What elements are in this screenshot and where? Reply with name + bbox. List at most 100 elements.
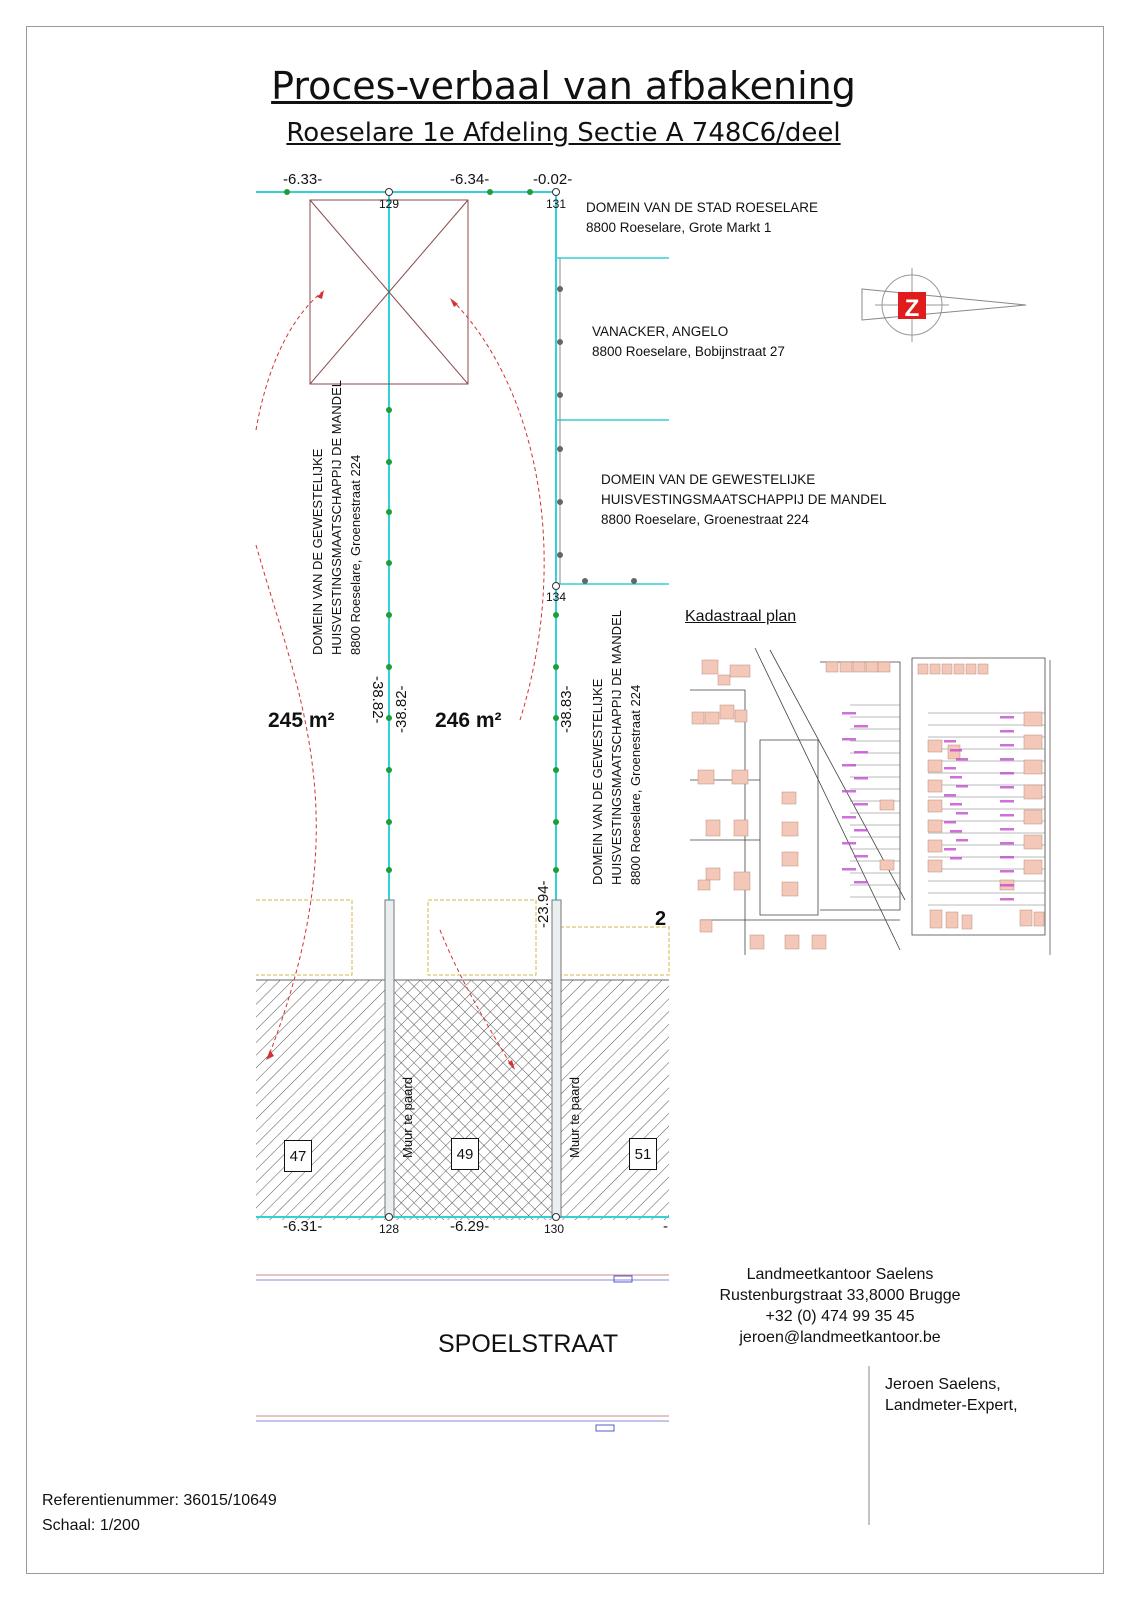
office-phone: +32 (0) 474 99 35 45 [765, 1308, 915, 1325]
neighbor-mandel-line2: HUISVESTINGSMAATSCHAPPIJ DE MANDEL [601, 492, 887, 507]
point-130: 130 [544, 1222, 565, 1236]
kad-diagonal-street-2 [769, 649, 906, 901]
street-lines [256, 1274, 669, 1432]
kad-building [1019, 909, 1033, 927]
vertical-mid-address: 8800 Roeselare, Groenestraat 224 [628, 684, 643, 885]
kad-building [733, 871, 751, 891]
kad-building [781, 881, 799, 897]
kad-label-mark [944, 794, 956, 797]
kad-label-mark [1000, 730, 1014, 733]
kad-label-mark [956, 758, 968, 761]
kad-building [784, 934, 800, 950]
kad-label-mark [950, 830, 962, 833]
neighbor-mandel-vertical-mid: DOMEIN VAN DE GEWESTELIJKE HUISVESTINGSM… [588, 610, 645, 885]
kad-label-mark [944, 740, 956, 743]
neighbor-stad: DOMEIN VAN DE STAD ROESELARE 8800 Roesel… [586, 198, 818, 238]
kad-label-mark [1000, 800, 1014, 803]
kad-label-mark [956, 785, 968, 788]
kad-block-right [911, 657, 1046, 936]
point-128: 128 [379, 1222, 400, 1236]
area-arrows [255, 291, 545, 1069]
signature-name: Jeroen Saelens, [885, 1376, 1001, 1393]
kad-label-mark [854, 751, 868, 754]
neighbor-markers [557, 286, 637, 584]
kad-building [697, 769, 715, 785]
point-134: 134 [546, 590, 567, 604]
measure-top-left: -6.33- [283, 171, 323, 188]
kad-label-mark [854, 803, 868, 806]
kad-label-mark [944, 848, 956, 851]
neighbor-stad-address: 8800 Roeselare, Grote Markt 1 [586, 220, 772, 235]
house-number-47: 47 [284, 1140, 312, 1172]
kad-building [1023, 734, 1043, 750]
signature-block: Jeroen Saelens, Landmeter-Expert, [885, 1374, 1018, 1416]
neighbor-vanacker: VANACKER, ANGELO 8800 Roeselare, Bobijns… [592, 322, 785, 362]
kad-building [879, 859, 895, 871]
kad-building [781, 821, 799, 837]
kad-label-mark [950, 857, 962, 860]
kad-label-mark [956, 839, 968, 842]
vertical-mid-line2: HUISVESTINGSMAATSCHAPPIJ DE MANDEL [609, 610, 624, 885]
reference-number: Referentienummer: 36015/10649 [42, 1492, 277, 1509]
arrow-heads [266, 290, 515, 1070]
kad-label-mark [1000, 758, 1014, 761]
neighbor-vanacker-address: 8800 Roeselare, Bobijnstraat 27 [592, 344, 785, 359]
signature-role: Landmeter-Expert, [885, 1397, 1018, 1414]
kad-label-mark [944, 821, 956, 824]
kad-building [701, 659, 719, 675]
kad-building [953, 663, 965, 675]
vertical-mid-line1: DOMEIN VAN DE GEWESTELIJKE [590, 678, 605, 885]
measure-right-lower: -23.94- [535, 880, 552, 928]
kad-building [1023, 759, 1043, 775]
kad-label-mark [1000, 842, 1014, 845]
measure-bottom-left: -6.31- [283, 1218, 323, 1235]
kad-building [965, 663, 977, 675]
annex-outlines [256, 899, 670, 976]
kad-building [927, 819, 943, 833]
kad-building [1033, 911, 1045, 927]
wall-label-left: Muur te paard [400, 1077, 415, 1158]
kad-label-mark [854, 777, 868, 780]
kad-outline [690, 689, 746, 955]
survey-points [385, 188, 560, 1221]
kad-label-mark [842, 816, 856, 819]
kad-block-mid [759, 739, 819, 916]
kad-building [699, 919, 713, 933]
measure-line-left-a: -38.82- [369, 676, 386, 724]
house-number-51: 51 [629, 1138, 657, 1170]
kad-building [717, 674, 731, 686]
kad-building [697, 879, 711, 891]
vertical-left-line1: DOMEIN VAN DE GEWESTELIJKE [310, 448, 325, 655]
kad-building [929, 663, 941, 675]
kad-building [917, 663, 929, 675]
wall-left [384, 899, 395, 1218]
kad-building [811, 934, 827, 950]
kad-label-mark [854, 855, 868, 858]
kad-building [927, 779, 943, 793]
neighbor-mandel-vertical-left: DOMEIN VAN DE GEWESTELIJKE HUISVESTINGSM… [308, 380, 365, 655]
svg-text:Z: Z [905, 295, 920, 322]
kad-label-mark [842, 712, 856, 715]
boundary-markers [284, 189, 559, 873]
kad-label-mark [842, 842, 856, 845]
kad-building [825, 661, 839, 673]
kad-diagonal-street [754, 647, 901, 951]
kad-label-mark [1000, 814, 1014, 817]
kad-label-mark [854, 881, 868, 884]
neighbor-lines [556, 257, 669, 585]
kad-building [705, 867, 721, 881]
kad-label-mark [1000, 828, 1014, 831]
house-number-49: 49 [451, 1138, 479, 1170]
kad-building [877, 661, 891, 673]
measure-line-right: -38.83- [558, 685, 575, 733]
kad-building [865, 661, 879, 673]
office-address: Rustenburgstraat 33,8000 Brugge [719, 1287, 961, 1304]
compass-icon: Z [861, 268, 1027, 342]
kad-building [852, 661, 866, 673]
measure-top-right: -0.02- [533, 171, 573, 188]
kad-building [749, 934, 765, 950]
point-131: 131 [546, 197, 567, 211]
kad-label-mark [854, 725, 868, 728]
kad-building [1023, 711, 1043, 727]
reference-block: Referentienummer: 36015/10649 Schaal: 1/… [42, 1488, 277, 1538]
